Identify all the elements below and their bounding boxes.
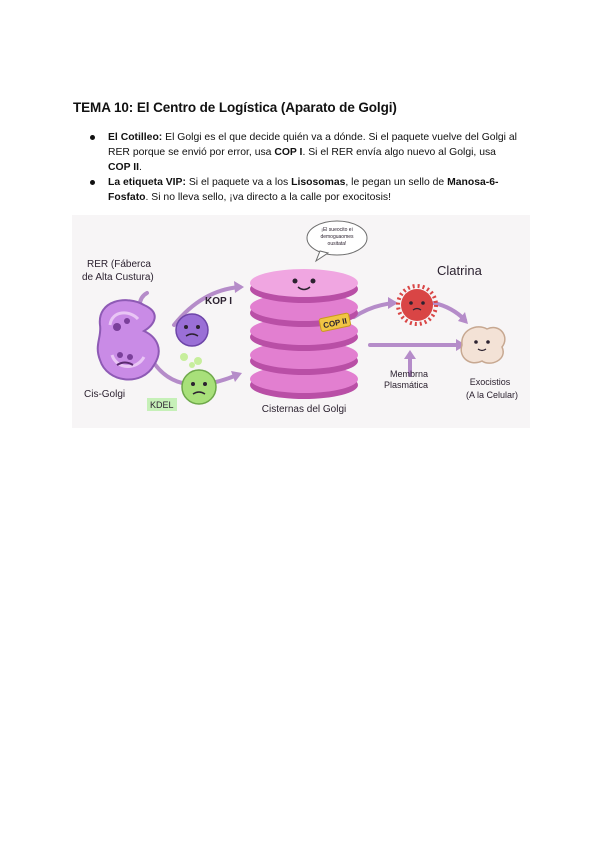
golgi-diagram: COP II ¡El sueocito ei demoguaomes ousit…: [72, 215, 530, 428]
exocitosis-label-line-1: Exocistios: [470, 377, 511, 387]
bullet-bold: COP I: [274, 147, 302, 158]
cisternas-label: Cisternas del Golgi: [262, 404, 346, 415]
kdel-label: KDEL: [150, 400, 174, 410]
clatrina-label: Clatrina: [437, 263, 483, 278]
rer-cell: [98, 300, 159, 379]
bullet-dot: [90, 135, 95, 140]
golgi-stack: [250, 269, 358, 399]
bullet-etiqueta-vip: La etiqueta VIP: Si el paquete va a los …: [90, 175, 520, 205]
kop-i-label: KOP I: [205, 296, 232, 307]
rer-label-line-1: RER (Fáberca: [87, 259, 151, 270]
cis-golgi-label: Cis-Golgi: [84, 389, 125, 400]
bullet-cotilleo: El Cotilleo: El Golgi es el que decide q…: [90, 130, 520, 175]
bubble-line-3: ousitata!: [328, 241, 347, 247]
bullet-text: . Si el RER envía algo nuevo al Golgi, u…: [302, 147, 496, 158]
bullet-lead: La etiqueta VIP:: [108, 177, 186, 188]
membrana-label-line-2: Plasmática: [384, 380, 428, 390]
bullet-bold: COP II: [108, 162, 139, 173]
kop-vesicle: [176, 314, 208, 346]
page-title: TEMA 10: El Centro de Logística (Aparato…: [73, 100, 533, 115]
rer-label-line-2: de Alta Custura): [82, 272, 154, 283]
bullet-text: , le pegan un sello de: [345, 177, 447, 188]
bubble-line-1: ¡El sueocito ei: [321, 227, 352, 233]
exocitosis-vesicle: [461, 327, 505, 363]
bullet-dot: [90, 180, 95, 185]
bullet-text: .: [139, 162, 142, 173]
bullet-list: El Cotilleo: El Golgi es el que decide q…: [90, 130, 520, 205]
membrana-label-line-1: Membrna: [390, 369, 428, 379]
bullet-text: Si el paquete va a los: [186, 177, 291, 188]
bullet-text: . Si no lleva sello, ¡va directo a la ca…: [146, 192, 391, 203]
golgi-illustration: COP II ¡El sueocito ei demoguaomes ousit…: [72, 215, 530, 428]
bubble-line-2: demoguaomes: [320, 234, 354, 240]
exocitosis-label-line-2: (A la Celular): [466, 390, 518, 400]
bullet-lead: El Cotilleo:: [108, 132, 162, 143]
bullet-bold: Lisosomas: [291, 177, 345, 188]
